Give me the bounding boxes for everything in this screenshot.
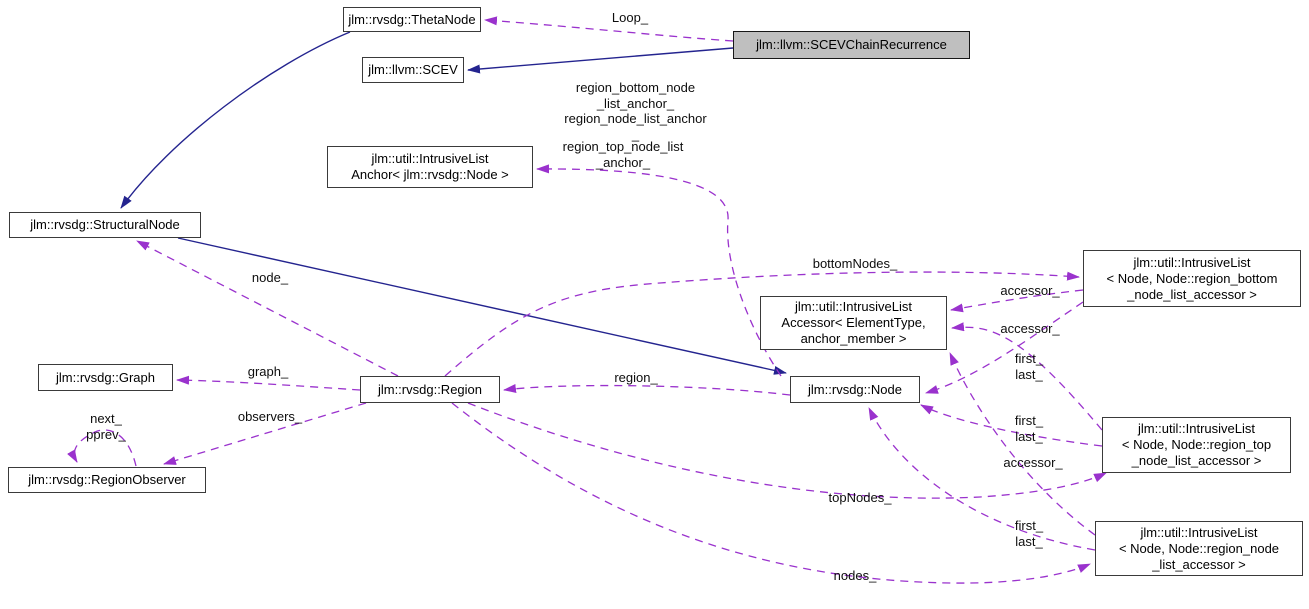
edge-label-region-top-node-list-anchor: region_top_node_list _anchor_ bbox=[562, 139, 684, 170]
edge-usage-topnodes bbox=[467, 402, 1107, 499]
class-node-label: jlm::rvsdg::RegionObserver bbox=[28, 472, 186, 487]
edge-usage-accessor-top bbox=[951, 322, 1103, 431]
edge-label-next-pprev: next_ pprev_ bbox=[86, 411, 126, 442]
edge-usage-bottomnodes bbox=[444, 271, 1080, 377]
class-node-theta-node[interactable]: jlm::rvsdg::ThetaNode bbox=[343, 7, 481, 32]
class-node-label: jlm::rvsdg::StructuralNode bbox=[30, 217, 180, 232]
class-node-scev[interactable]: jlm::llvm::SCEV bbox=[362, 57, 464, 83]
edge-usage-observers bbox=[163, 402, 367, 465]
class-node-graph[interactable]: jlm::rvsdg::Graph bbox=[38, 364, 173, 391]
edge-label-first-last-bottom: first_ last_ bbox=[1014, 351, 1044, 382]
class-node-label: jlm::rvsdg::Region bbox=[377, 381, 483, 397]
edge-inheritance-theta-to-structuralnode bbox=[120, 31, 351, 209]
class-node-region-observer[interactable]: jlm::rvsdg::RegionObserver bbox=[8, 467, 206, 493]
edge-usage-observer-selfloop bbox=[67, 429, 137, 467]
edge-label-loop: Loop_ bbox=[611, 10, 649, 25]
edge-label-graph: graph_ bbox=[247, 364, 289, 379]
edge-usage-node-to-anchor bbox=[536, 164, 782, 377]
class-node-label: jlm::llvm::SCEVChainRecurrence bbox=[756, 37, 947, 52]
class-node-label: jlm::rvsdg::Graph bbox=[56, 369, 155, 385]
class-node-label: jlm::rvsdg::Node bbox=[808, 381, 902, 397]
edge-label-top-nodes: topNodes_ bbox=[828, 490, 892, 505]
class-node-node[interactable]: jlm::rvsdg::Node bbox=[790, 376, 920, 403]
edge-usage-accessor-bottom bbox=[950, 289, 1084, 313]
class-node-intrusive-list-region-bottom[interactable]: jlm::util::IntrusiveList < Node, Node::r… bbox=[1083, 250, 1301, 307]
edge-label-accessor-node: accessor_ bbox=[1003, 455, 1063, 470]
class-node-label: jlm::util::IntrusiveList Anchor< jlm::rv… bbox=[351, 151, 509, 182]
edge-usage-graph bbox=[176, 375, 361, 391]
edge-inheritance-structuralnode-to-node bbox=[177, 237, 787, 375]
edge-inheritance-screc-to-scev bbox=[467, 47, 734, 74]
edge-label-first-last-top: first_ last_ bbox=[1014, 413, 1044, 444]
edge-usage-firstlast-node bbox=[868, 407, 1096, 551]
class-node-intrusive-list-accessor[interactable]: jlm::util::IntrusiveList Accessor< Eleme… bbox=[760, 296, 947, 350]
edge-usage-nodes bbox=[451, 402, 1091, 584]
class-node-label: jlm::llvm::SCEV bbox=[368, 62, 458, 77]
edge-label-node: node_ bbox=[251, 270, 289, 285]
edge-usage-node-ptr bbox=[136, 240, 399, 377]
edge-label-bottom-nodes: bottomNodes_ bbox=[812, 256, 898, 271]
class-node-label: jlm::util::IntrusiveList < Node, Node::r… bbox=[1118, 524, 1280, 572]
edge-label-accessor-top: accessor_ bbox=[1000, 321, 1060, 336]
edge-label-region: region_ bbox=[614, 370, 658, 385]
edge-label-nodes: nodes_ bbox=[833, 568, 877, 583]
class-node-region[interactable]: jlm::rvsdg::Region bbox=[360, 376, 500, 403]
class-node-intrusive-list-region-top[interactable]: jlm::util::IntrusiveList < Node, Node::r… bbox=[1102, 417, 1291, 473]
edge-usage-firstlast-bottom bbox=[925, 301, 1084, 394]
class-node-scev-chain-recurrence[interactable]: jlm::llvm::SCEVChainRecurrence bbox=[733, 31, 970, 59]
class-node-label: jlm::util::IntrusiveList < Node, Node::r… bbox=[1121, 421, 1272, 468]
class-node-label: jlm::util::IntrusiveList < Node, Node::r… bbox=[1106, 254, 1278, 302]
class-node-intrusive-list-region-node[interactable]: jlm::util::IntrusiveList < Node, Node::r… bbox=[1095, 521, 1303, 576]
class-node-intrusive-list-anchor[interactable]: jlm::util::IntrusiveList Anchor< jlm::rv… bbox=[327, 146, 533, 188]
class-node-label: jlm::rvsdg::ThetaNode bbox=[348, 11, 476, 27]
edge-label-accessor-bottom: accessor_ bbox=[1000, 283, 1060, 298]
class-node-structural-node[interactable]: jlm::rvsdg::StructuralNode bbox=[9, 212, 201, 238]
edge-usage-loop bbox=[484, 16, 734, 42]
edge-usage-accessor-node bbox=[949, 352, 1096, 536]
edge-label-first-last-node: first_ last_ bbox=[1014, 518, 1044, 549]
class-node-label: jlm::util::IntrusiveList Accessor< Eleme… bbox=[781, 299, 926, 346]
edge-label-region-bottom-node-list-anchor: region_bottom_node _list_anchor_ region_… bbox=[564, 80, 707, 142]
edge-usage-region bbox=[503, 384, 791, 396]
edge-usage-firstlast-top bbox=[920, 404, 1103, 447]
edge-label-observers: observers_ bbox=[237, 409, 303, 424]
